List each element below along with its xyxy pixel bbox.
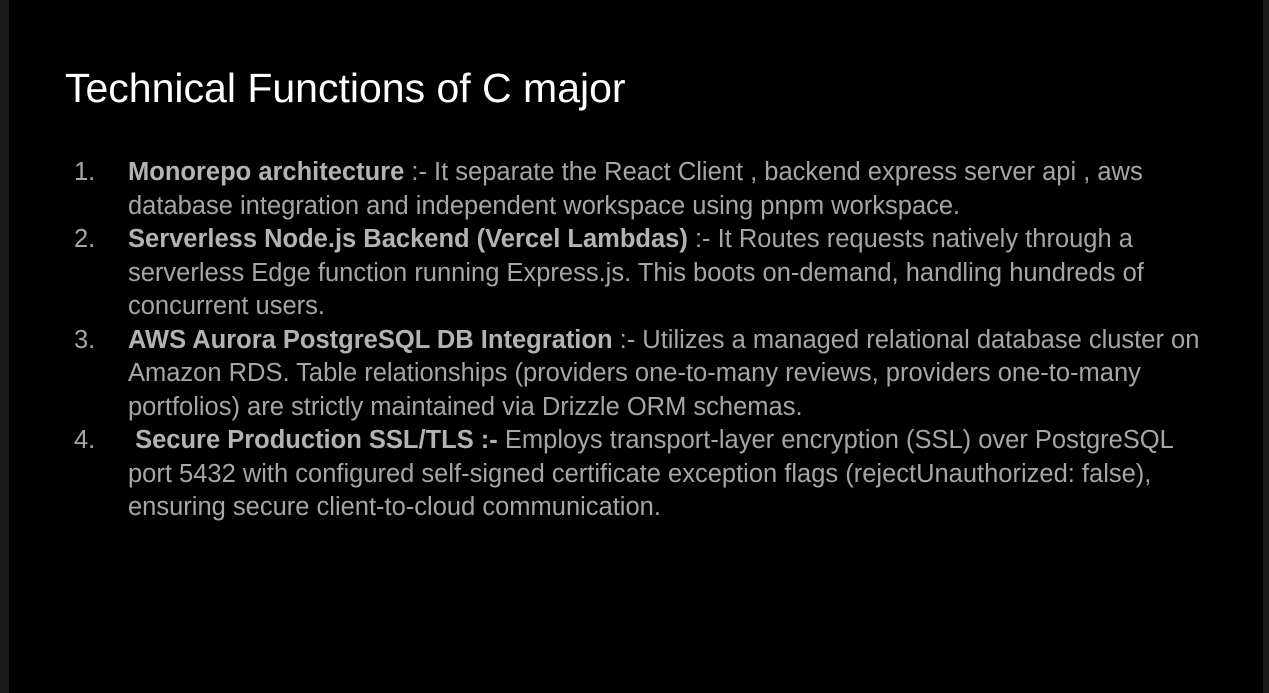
slide-title: Technical Functions of C major [65, 65, 626, 111]
item-body: :- It separate the React Client , backen… [128, 158, 1143, 220]
item-number: 2. [74, 225, 96, 253]
item-heading: Secure Production SSL/TLS :- [128, 426, 498, 454]
item-heading: Serverless Node.js Backend (Vercel Lambd… [128, 225, 688, 253]
functions-list: 1. Monorepo architecture :- It separate t… [65, 156, 1205, 525]
item-number: 3. [74, 325, 96, 354]
list-item: 4. Secure Production SSL/TLS :- Employs … [65, 424, 1205, 525]
list-item: 2. Serverless Node.js Backend (Vercel Lam… [65, 223, 1205, 324]
item-number: 4. [74, 426, 96, 454]
list-item: 3. AWS Aurora PostgreSQL DB Integration :… [65, 324, 1205, 425]
item-heading: Monorepo architecture [128, 158, 405, 186]
slide: Technical Functions of C major 1. Monorep… [9, 0, 1263, 693]
item-number: 1. [74, 158, 96, 186]
list-item: 1. Monorepo architecture :- It separate t… [65, 156, 1205, 223]
item-body: :- Utilizes a managed relational databas… [128, 325, 1200, 421]
item-body: :- It Routes requests natively through a… [128, 225, 1144, 320]
item-heading: AWS Aurora PostgreSQL DB Integration [128, 325, 613, 354]
item-body: Employs transport-layer encryption (SSL)… [128, 426, 1173, 521]
